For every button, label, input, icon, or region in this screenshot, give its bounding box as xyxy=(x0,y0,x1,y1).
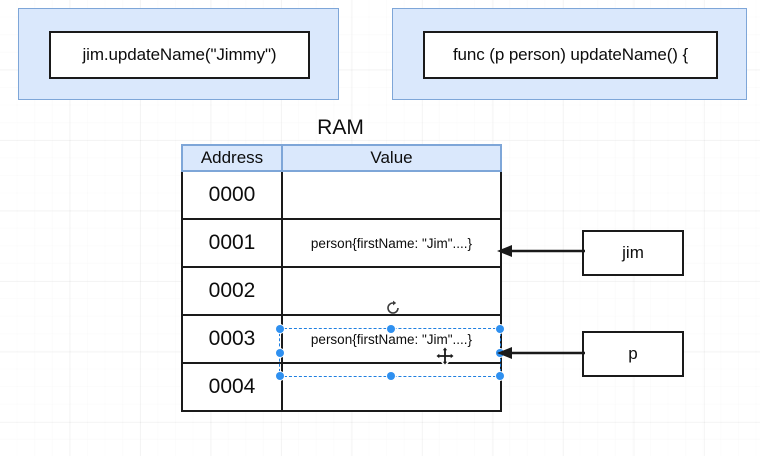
arrow-p-to-0003 xyxy=(497,347,585,359)
column-header-address: Address xyxy=(181,144,283,172)
code-frame-func-decl[interactable]: func (p person) updateName() { xyxy=(392,8,747,100)
arrow-jim-to-0001 xyxy=(497,245,585,257)
cell-address-0000: 0000 xyxy=(181,170,283,220)
cell-value-0001[interactable]: person{firstName: "Jim"....} xyxy=(281,218,502,268)
cell-address-0003: 0003 xyxy=(181,314,283,364)
variable-label-p: p xyxy=(628,344,638,363)
table-row[interactable]: 0003 person{firstName: "Jim"....} xyxy=(181,314,502,364)
variable-label-jim: jim xyxy=(622,243,644,262)
table-row[interactable]: 0001 person{firstName: "Jim"....} xyxy=(181,218,502,268)
variable-box-jim[interactable]: jim xyxy=(582,230,684,276)
cell-address-0001: 0001 xyxy=(181,218,283,268)
code-text-call-site: jim.updateName("Jimmy") xyxy=(82,45,277,64)
table-header-row: Address Value xyxy=(181,144,502,172)
code-box-func-decl[interactable]: func (p person) updateName() { xyxy=(423,31,718,79)
cell-value-0004[interactable] xyxy=(281,362,502,412)
table-row[interactable]: 0002 xyxy=(181,266,502,316)
code-box-call-site[interactable]: jim.updateName("Jimmy") xyxy=(49,31,310,79)
table-row[interactable]: 0004 xyxy=(181,362,502,412)
code-frame-call-site[interactable]: jim.updateName("Jimmy") xyxy=(18,8,339,100)
variable-box-p[interactable]: p xyxy=(582,331,684,377)
table-row[interactable]: 0000 xyxy=(181,170,502,220)
cell-address-0004: 0004 xyxy=(181,362,283,412)
cell-value-0000[interactable] xyxy=(281,170,502,220)
value-text-0001: person{firstName: "Jim"....} xyxy=(310,235,473,251)
column-header-value: Value xyxy=(281,144,502,172)
cell-value-0003[interactable]: person{firstName: "Jim"....} xyxy=(281,314,502,364)
cell-value-0002[interactable] xyxy=(281,266,502,316)
ram-title: RAM xyxy=(317,116,364,139)
value-text-0003: person{firstName: "Jim"....} xyxy=(310,331,473,347)
code-text-func-decl: func (p person) updateName() { xyxy=(452,45,689,64)
cell-address-0002: 0002 xyxy=(181,266,283,316)
ram-table: Address Value 0000 0001 person{firstName… xyxy=(181,144,502,412)
